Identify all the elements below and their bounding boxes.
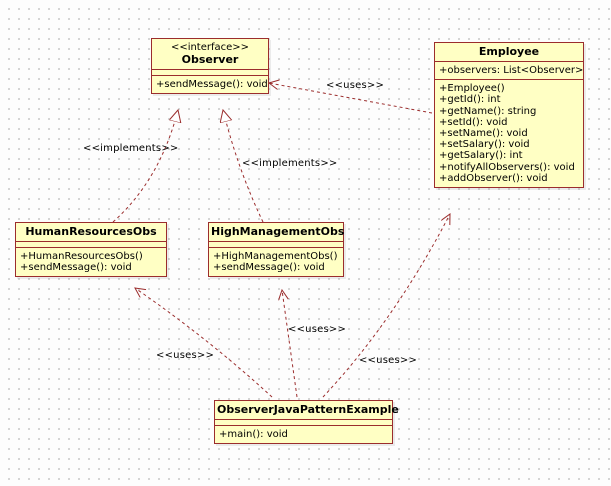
class-observer-header: <<interface>> Observer: [152, 39, 268, 70]
method: +sendMessage(): void: [213, 262, 325, 274]
method: +getId(): int: [439, 94, 501, 106]
label-hm-implements: <<implements>>: [242, 158, 338, 169]
label-main-uses-employee: <<uses>>: [359, 355, 418, 366]
method: +sendMessage(): void: [156, 79, 268, 90]
class-observer-attributes: [152, 70, 268, 76]
method: +main(): void: [219, 429, 288, 440]
method: +getSalary(): int: [439, 150, 523, 162]
class-observer-name: Observer: [181, 53, 239, 66]
class-main-header: ObserverJavaPatternExample: [215, 401, 399, 420]
label-hr-implements: <<implements>>: [83, 143, 179, 154]
method: +HighManagementObs(): [213, 251, 338, 262]
method: +HumanResourcesObs(): [20, 251, 143, 262]
class-main-methods: +main(): void: [215, 426, 392, 443]
label-main-uses-hr: <<uses>>: [156, 350, 215, 361]
class-observer-java-pattern-example[interactable]: ObserverJavaPatternExample +main(): void: [214, 400, 399, 445]
method: +setId(): void: [439, 116, 508, 128]
method: +setName(): void: [439, 128, 528, 140]
method: +addObserver(): void: [439, 172, 548, 184]
method: +setSalary(): void: [439, 139, 530, 151]
class-high-management-obs[interactable]: HighManagementObs +HighManagementObs() +…: [208, 222, 345, 278]
method: +getName(): string: [439, 105, 537, 117]
class-hr-name: HumanResourcesObs: [25, 225, 157, 238]
class-main-name: ObserverJavaPatternExample: [217, 403, 399, 416]
class-observer[interactable]: <<interface>> Observer +sendMessage(): v…: [151, 38, 269, 95]
method: +notifyAllObservers(): void: [439, 161, 575, 173]
class-employee[interactable]: Employee +observers: List<Observer> +Emp…: [434, 42, 584, 189]
class-employee-name: Employee: [478, 45, 540, 58]
link-hr-implements-observer: [112, 110, 178, 223]
class-observer-methods: +sendMessage(): void: [152, 76, 268, 93]
class-hr-attributes: [16, 242, 166, 248]
attribute: +observers: List<Observer>: [439, 65, 584, 76]
class-human-resources-obs[interactable]: HumanResourcesObs +HumanResourcesObs() +…: [15, 222, 167, 278]
class-employee-attributes: +observers: List<Observer>: [435, 62, 584, 81]
class-observer-stereotype: <<interface>>: [170, 42, 250, 53]
class-hm-attributes: [209, 242, 343, 248]
class-hm-methods: +HighManagementObs() +sendMessage(): voi…: [209, 248, 343, 276]
link-main-uses-hr: [135, 288, 273, 398]
link-main-uses-hm: [282, 290, 298, 398]
class-hm-header: HighManagementObs: [209, 223, 345, 242]
class-hr-methods: +HumanResourcesObs() +sendMessage(): voi…: [16, 248, 166, 276]
label-employee-uses-observer: <<uses>>: [326, 80, 385, 91]
class-hm-name: HighManagementObs: [211, 225, 345, 238]
method: +Employee(): [439, 83, 505, 95]
class-main-attributes: [215, 420, 392, 426]
class-employee-methods: +Employee() +getId(): int +getName(): st…: [435, 80, 583, 187]
method: +sendMessage(): void: [20, 262, 132, 274]
class-hr-header: HumanResourcesObs: [16, 223, 166, 242]
label-main-uses-hm: <<uses>>: [288, 324, 347, 335]
class-employee-header: Employee: [435, 43, 583, 62]
